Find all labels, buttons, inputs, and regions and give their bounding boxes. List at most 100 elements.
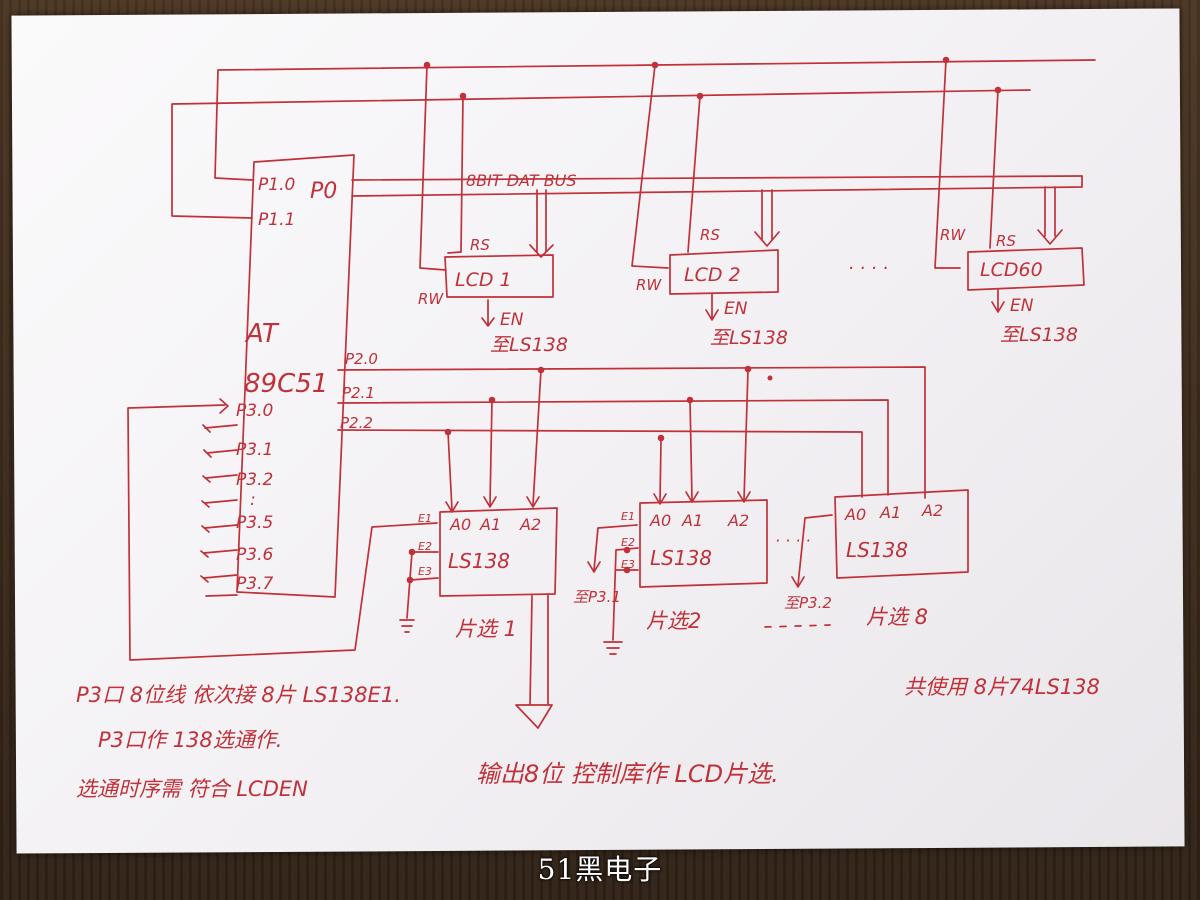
lcd60-name: LCD60 xyxy=(980,259,1043,281)
lcd2-rw-wire xyxy=(631,64,669,269)
lcd60-to-label: 至LS138 xyxy=(1000,324,1078,346)
dec1-e2-e3-ground xyxy=(406,551,439,619)
junction-dot xyxy=(767,375,773,381)
dec2-a2-tap xyxy=(737,369,751,503)
junction-dot xyxy=(537,366,545,374)
dec8-name: LS138 xyxy=(846,538,908,562)
junction-dot xyxy=(686,396,694,404)
junction-dot xyxy=(657,434,665,442)
p2-0-line xyxy=(337,366,926,499)
note-p3-lines: P3口 8位线 依次接 8片 LS138E1. xyxy=(76,683,401,707)
junction-dot xyxy=(444,428,452,436)
lcd1-rw-label: RW xyxy=(418,290,444,308)
lcd1-to-label: 至LS138 xyxy=(490,334,568,356)
p2-1-line xyxy=(337,399,889,496)
lcd60-box xyxy=(967,247,1085,291)
dec2-e3-label: E3 xyxy=(621,558,635,571)
p3-0-arrowhead xyxy=(219,398,229,414)
lcd60-rw-wire xyxy=(934,59,961,269)
lcd60-bus-tap xyxy=(1037,186,1063,245)
lcd2-rs-label: RS xyxy=(700,226,720,244)
mcu-p2-0-label: P2.0 xyxy=(345,350,378,368)
dec1-a2-tap xyxy=(526,369,542,508)
dec8-e1-wire xyxy=(791,514,833,588)
lcd60-en-label: EN xyxy=(1010,296,1034,316)
watermark-text: 51黑电子 xyxy=(537,853,663,886)
decoder1-box xyxy=(439,507,558,597)
lcd2-rs-wire xyxy=(687,95,701,253)
lcd1-rw-wire xyxy=(419,64,447,271)
lcd2-name: LCD 2 xyxy=(684,264,741,286)
mcu-p3-7-label: P3.7 xyxy=(236,574,273,594)
dec1-a1-tap xyxy=(483,399,497,508)
dec8-select-label: 片选 8 xyxy=(866,605,928,629)
lcd1-rs-label: RS xyxy=(470,236,490,254)
junction-dot xyxy=(408,548,416,556)
mcu-chip-box xyxy=(236,154,355,598)
dec1-e2-label: E2 xyxy=(418,540,432,553)
mcu-p3-1-label: P3.1 xyxy=(236,440,273,460)
dec1-a2-label: A2 xyxy=(519,515,541,534)
lcd1-en-label: EN xyxy=(500,310,524,330)
mcu-p3-5-label: P3.5 xyxy=(236,513,273,533)
dec2-a0-tap xyxy=(653,439,667,505)
junction-dot xyxy=(459,92,467,100)
dec1-e1-label: E1 xyxy=(418,512,432,525)
mcu-p3-6-label: P3.6 xyxy=(236,545,273,565)
dec1-output-bus-arrow xyxy=(515,593,553,729)
junction-dot xyxy=(488,396,496,404)
junction-dot xyxy=(696,92,704,100)
junction-dot xyxy=(744,365,752,373)
junction-dot xyxy=(406,576,414,584)
mcu-p0-label: P0 xyxy=(310,179,337,204)
junction-dot xyxy=(423,61,431,69)
lcd2-box xyxy=(669,249,779,295)
decoder8-box xyxy=(834,489,969,579)
dec1-e3-label: E3 xyxy=(418,565,432,578)
dec8-to-label: 至P3.2 xyxy=(784,594,832,612)
p2-2-line xyxy=(337,429,863,498)
select-dashes xyxy=(764,624,831,628)
dec8-a2-label: A2 xyxy=(921,501,943,520)
dec2-select-label: 片选2 xyxy=(646,609,701,633)
note-timing: 选通时序需 符合 LCDEN xyxy=(76,777,308,801)
dec1-a1-label: A1 xyxy=(479,515,501,534)
dec2-ground-symbol xyxy=(603,641,623,655)
mcu-p2-1-label: P2.1 xyxy=(342,384,375,402)
lcd60-rs-wire xyxy=(989,89,999,249)
mcu-at-label: AT xyxy=(244,319,280,349)
data-bus-label: 8BIT DAT BUS xyxy=(466,171,577,190)
lcd1-name: LCD 1 xyxy=(455,269,512,291)
data-bus-line-bottom xyxy=(351,175,1083,197)
lcd60-en-arrow xyxy=(991,289,1005,313)
mcu-p2-2-label: P2.2 xyxy=(340,414,373,432)
data-bus-line-top xyxy=(351,175,1083,181)
lcd1-bus-tap xyxy=(529,189,554,258)
note-total-chips: 共使用 8片74LS138 xyxy=(904,675,1100,699)
junction-dot xyxy=(994,86,1002,94)
dec1-select-label: 片选 1 xyxy=(455,617,517,641)
dec2-a1-label: A1 xyxy=(681,511,703,530)
dec2-a0-label: A0 xyxy=(649,511,671,530)
mcu-p1-0-label: P1.0 xyxy=(258,175,295,195)
lcd1-rs-wire xyxy=(447,95,464,254)
mcu-p3-0-label: P3.0 xyxy=(236,401,273,421)
dec2-to-label: 至P3.1 xyxy=(573,588,621,606)
dec2-e2-label: E2 xyxy=(621,536,635,549)
junction-dot xyxy=(623,546,631,554)
junction-dot xyxy=(623,566,631,574)
dec2-a2-label: A2 xyxy=(727,511,749,530)
dec2-e1-wire xyxy=(587,524,638,573)
dec8-a1-label: A1 xyxy=(879,503,901,522)
dec1-ground-symbol xyxy=(399,619,415,633)
dec1-a0-label: A0 xyxy=(449,515,471,534)
dec1-name: LS138 xyxy=(448,549,510,573)
p3-pin-stubs xyxy=(203,424,238,597)
note-output-select: 输出8位 控制库作 LCD片选. xyxy=(476,760,779,788)
dec1-a0-tap xyxy=(445,431,459,513)
mcu-p3-dots: : xyxy=(250,490,256,510)
p1-1-rail xyxy=(171,89,1031,219)
junction-dot xyxy=(651,61,659,69)
lcd60-rw-label: RW xyxy=(940,226,966,244)
